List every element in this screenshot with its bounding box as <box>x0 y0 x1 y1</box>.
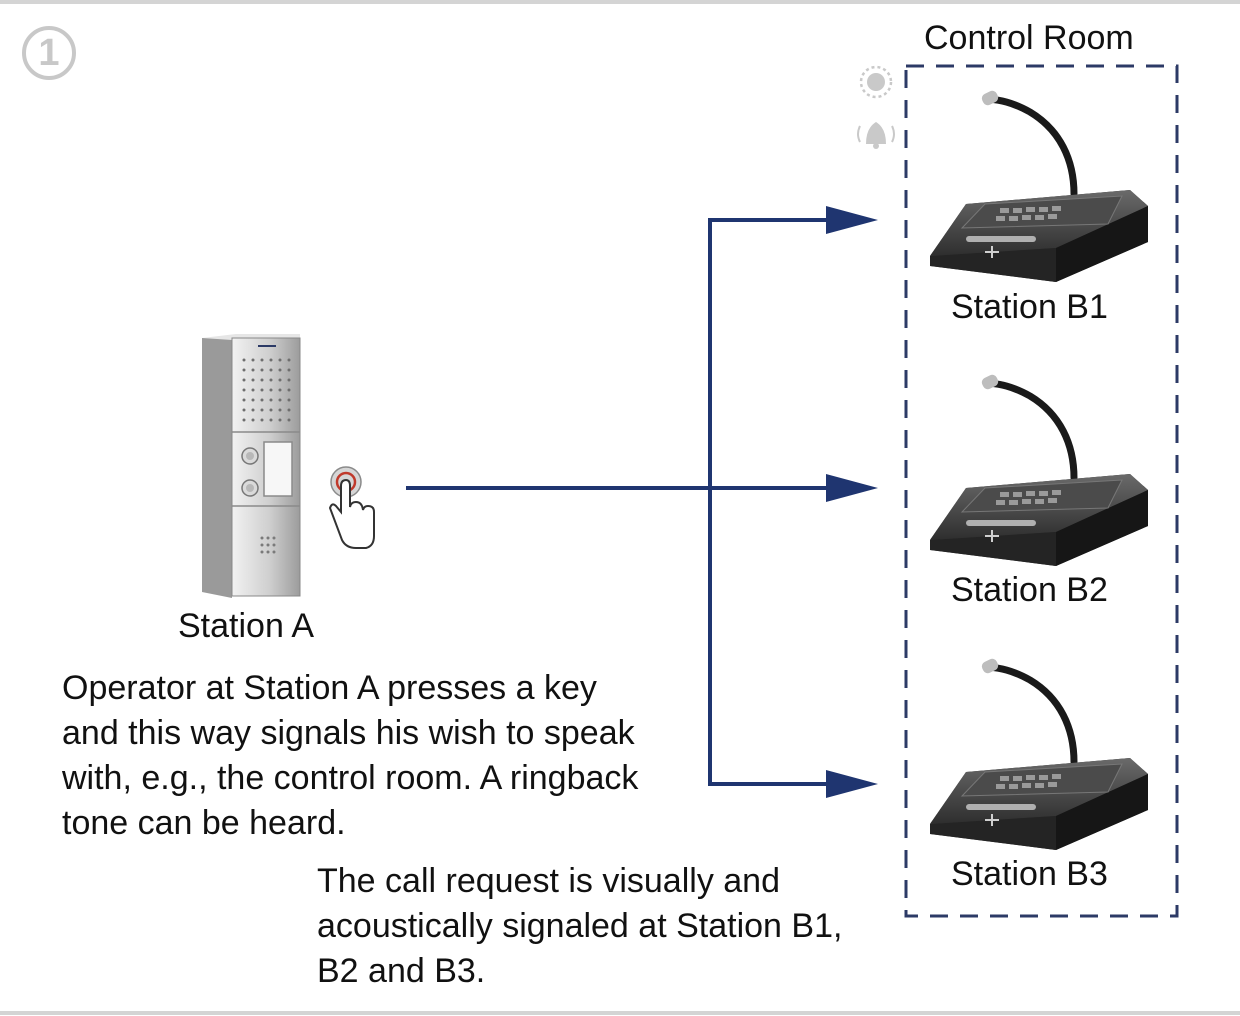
control-room-title: Control Room <box>924 19 1134 57</box>
description-line: acoustically signaled at Station B1, <box>317 907 843 945</box>
connection-lines <box>406 218 832 786</box>
line-to-b1 <box>708 218 832 488</box>
description-line: with, e.g., the control room. A ringback <box>62 759 639 797</box>
description-line: The call request is visually and <box>317 862 781 900</box>
bottom-rule <box>0 1011 1240 1015</box>
control-room-frame <box>904 64 1179 918</box>
station-a-description: Operator at Station A presses a key and … <box>62 666 638 846</box>
step-number-badge: 1 <box>22 26 76 80</box>
description-line: tone can be heard. <box>62 804 346 842</box>
light-icon <box>859 65 893 99</box>
desk-microphone-icon <box>930 89 1148 282</box>
bell-icon <box>857 122 895 149</box>
station-b1-label: Station B1 <box>951 288 1108 326</box>
arrow-b2 <box>826 474 878 502</box>
station-b3-label: Station B3 <box>951 855 1108 893</box>
description-line: Operator at Station A presses a key <box>62 669 597 707</box>
line-to-b3 <box>708 488 832 786</box>
hand-press-icon <box>328 466 375 549</box>
desk-microphone-icon <box>930 373 1148 566</box>
arrow-b3 <box>826 770 878 798</box>
arrow-b1 <box>826 206 878 234</box>
signal-description: The call request is visually and acousti… <box>317 859 842 994</box>
top-rule <box>0 0 1240 4</box>
description-line: and this way signals his wish to speak <box>62 714 635 752</box>
desk-microphone-icon <box>930 657 1148 850</box>
station-b2-label: Station B2 <box>951 571 1108 609</box>
station-a-label: Station A <box>178 607 315 645</box>
intercom-panel-icon <box>202 334 301 598</box>
description-line: B2 and B3. <box>317 952 486 990</box>
